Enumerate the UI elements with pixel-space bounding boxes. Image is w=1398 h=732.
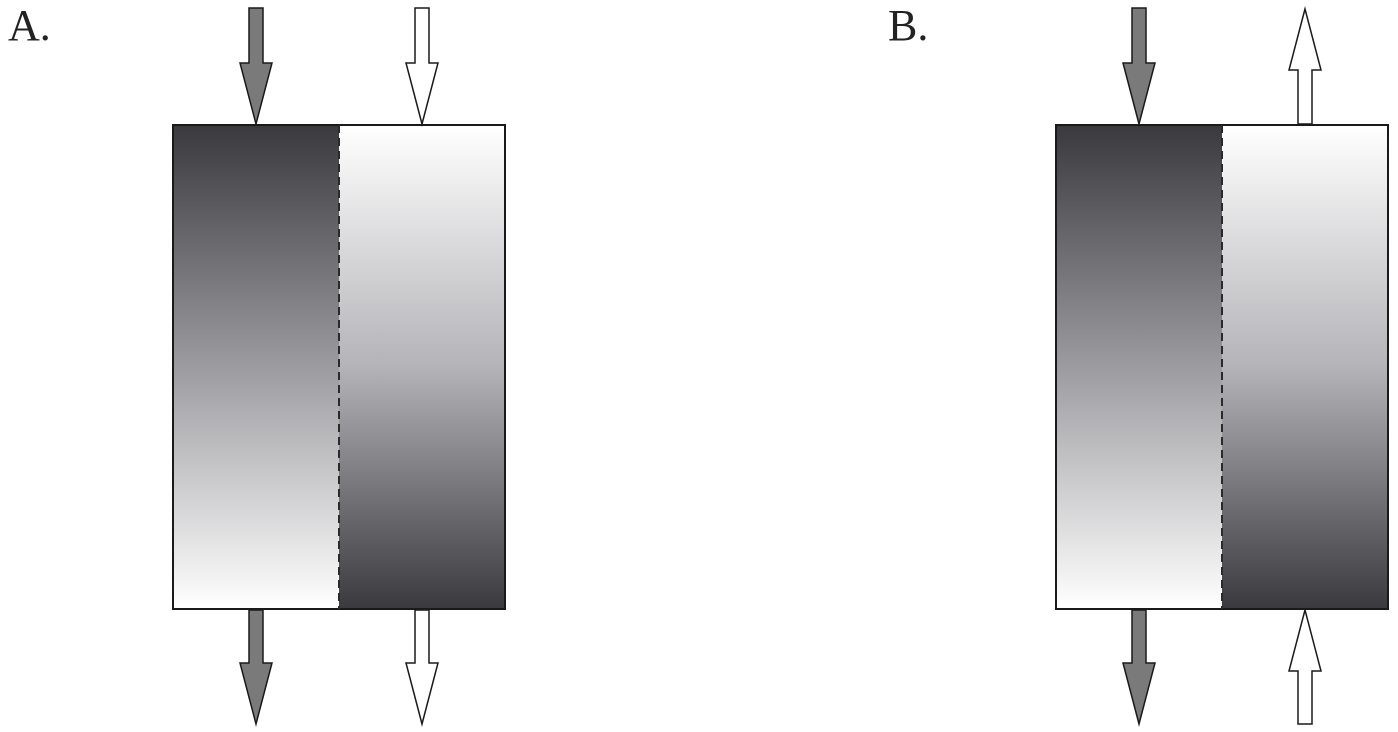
panel-b-right-channel: [1222, 125, 1388, 609]
panel-b-left-outlet-arrow: [1122, 609, 1156, 727]
panel-b-right-outlet-arrow: [1288, 6, 1322, 125]
panel-b-label: B.: [888, 1, 929, 50]
panel-a-left-outlet-arrow: [239, 609, 273, 727]
panel-a-right-inlet-arrow: [405, 7, 439, 127]
panel-b-right-inlet-arrow: [1288, 607, 1322, 725]
panel-a-right-channel: [339, 125, 505, 609]
panel-a-right-outlet-arrow: [405, 609, 439, 727]
panel-a-label: A.: [8, 1, 51, 50]
panel-b-left-channel: [1056, 125, 1222, 609]
panel-b: [1055, 6, 1389, 727]
panel-a-left-inlet-arrow: [239, 7, 273, 127]
panel-b-left-inlet-arrow: [1122, 7, 1156, 127]
panel-a-left-channel: [173, 125, 339, 609]
panel-a: [172, 7, 506, 727]
